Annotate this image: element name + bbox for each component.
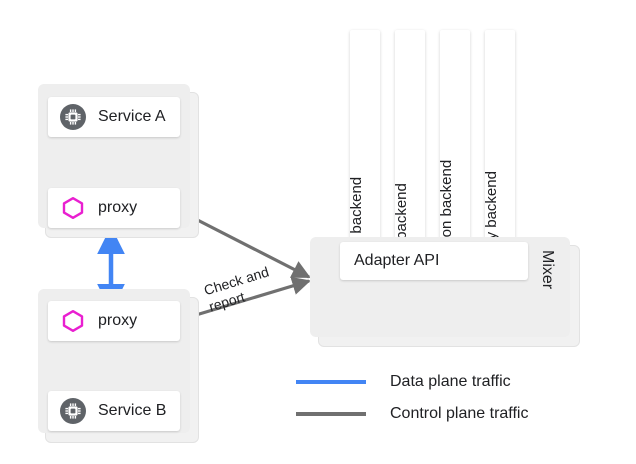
mixer-label: Mixer xyxy=(539,250,556,290)
quota-backend-label: Quota backend xyxy=(395,183,410,242)
chip-icon xyxy=(60,104,86,130)
proxy-b-box[interactable]: proxy xyxy=(48,301,180,341)
telemetry-backend-column[interactable]: Telemetry backend xyxy=(485,30,515,242)
service-a-box[interactable]: Service A xyxy=(48,97,180,137)
control-plane-swatch xyxy=(296,412,366,416)
adapter-api-box[interactable]: Adapter API xyxy=(340,242,528,280)
chip-icon xyxy=(60,398,86,424)
control-plane-label: Control plane traffic xyxy=(390,405,529,422)
adapter-api-label: Adapter API xyxy=(354,252,440,269)
service-a-label: Service A xyxy=(98,108,166,125)
data-plane-label: Data plane traffic xyxy=(390,373,511,390)
legend-item-data-plane: Data plane traffic xyxy=(296,366,528,398)
telemetry-backend-label: Telemetry backend xyxy=(485,171,500,242)
check-and-report-label: Check and report xyxy=(202,263,276,315)
service-b-label: Service B xyxy=(98,402,167,419)
hexagon-icon xyxy=(60,308,86,334)
legend-item-control-plane: Control plane traffic xyxy=(296,398,528,430)
authorization-backend-label: Authorization backend xyxy=(440,159,455,242)
proxy-a-box[interactable]: proxy xyxy=(48,188,180,228)
service-b-box[interactable]: Service B xyxy=(48,391,180,431)
authorization-backend-column[interactable]: Authorization backend xyxy=(440,30,470,242)
logging-backend-label: Logging backend xyxy=(350,176,365,242)
proxy-a-label: proxy xyxy=(98,199,138,216)
data-plane-swatch xyxy=(296,380,366,384)
quota-backend-column[interactable]: Quota backend xyxy=(395,30,425,242)
legend: Data plane traffic Control plane traffic xyxy=(296,366,528,430)
hexagon-icon xyxy=(60,195,86,221)
proxy-b-label: proxy xyxy=(98,312,138,329)
logging-backend-column[interactable]: Logging backend xyxy=(350,30,380,242)
